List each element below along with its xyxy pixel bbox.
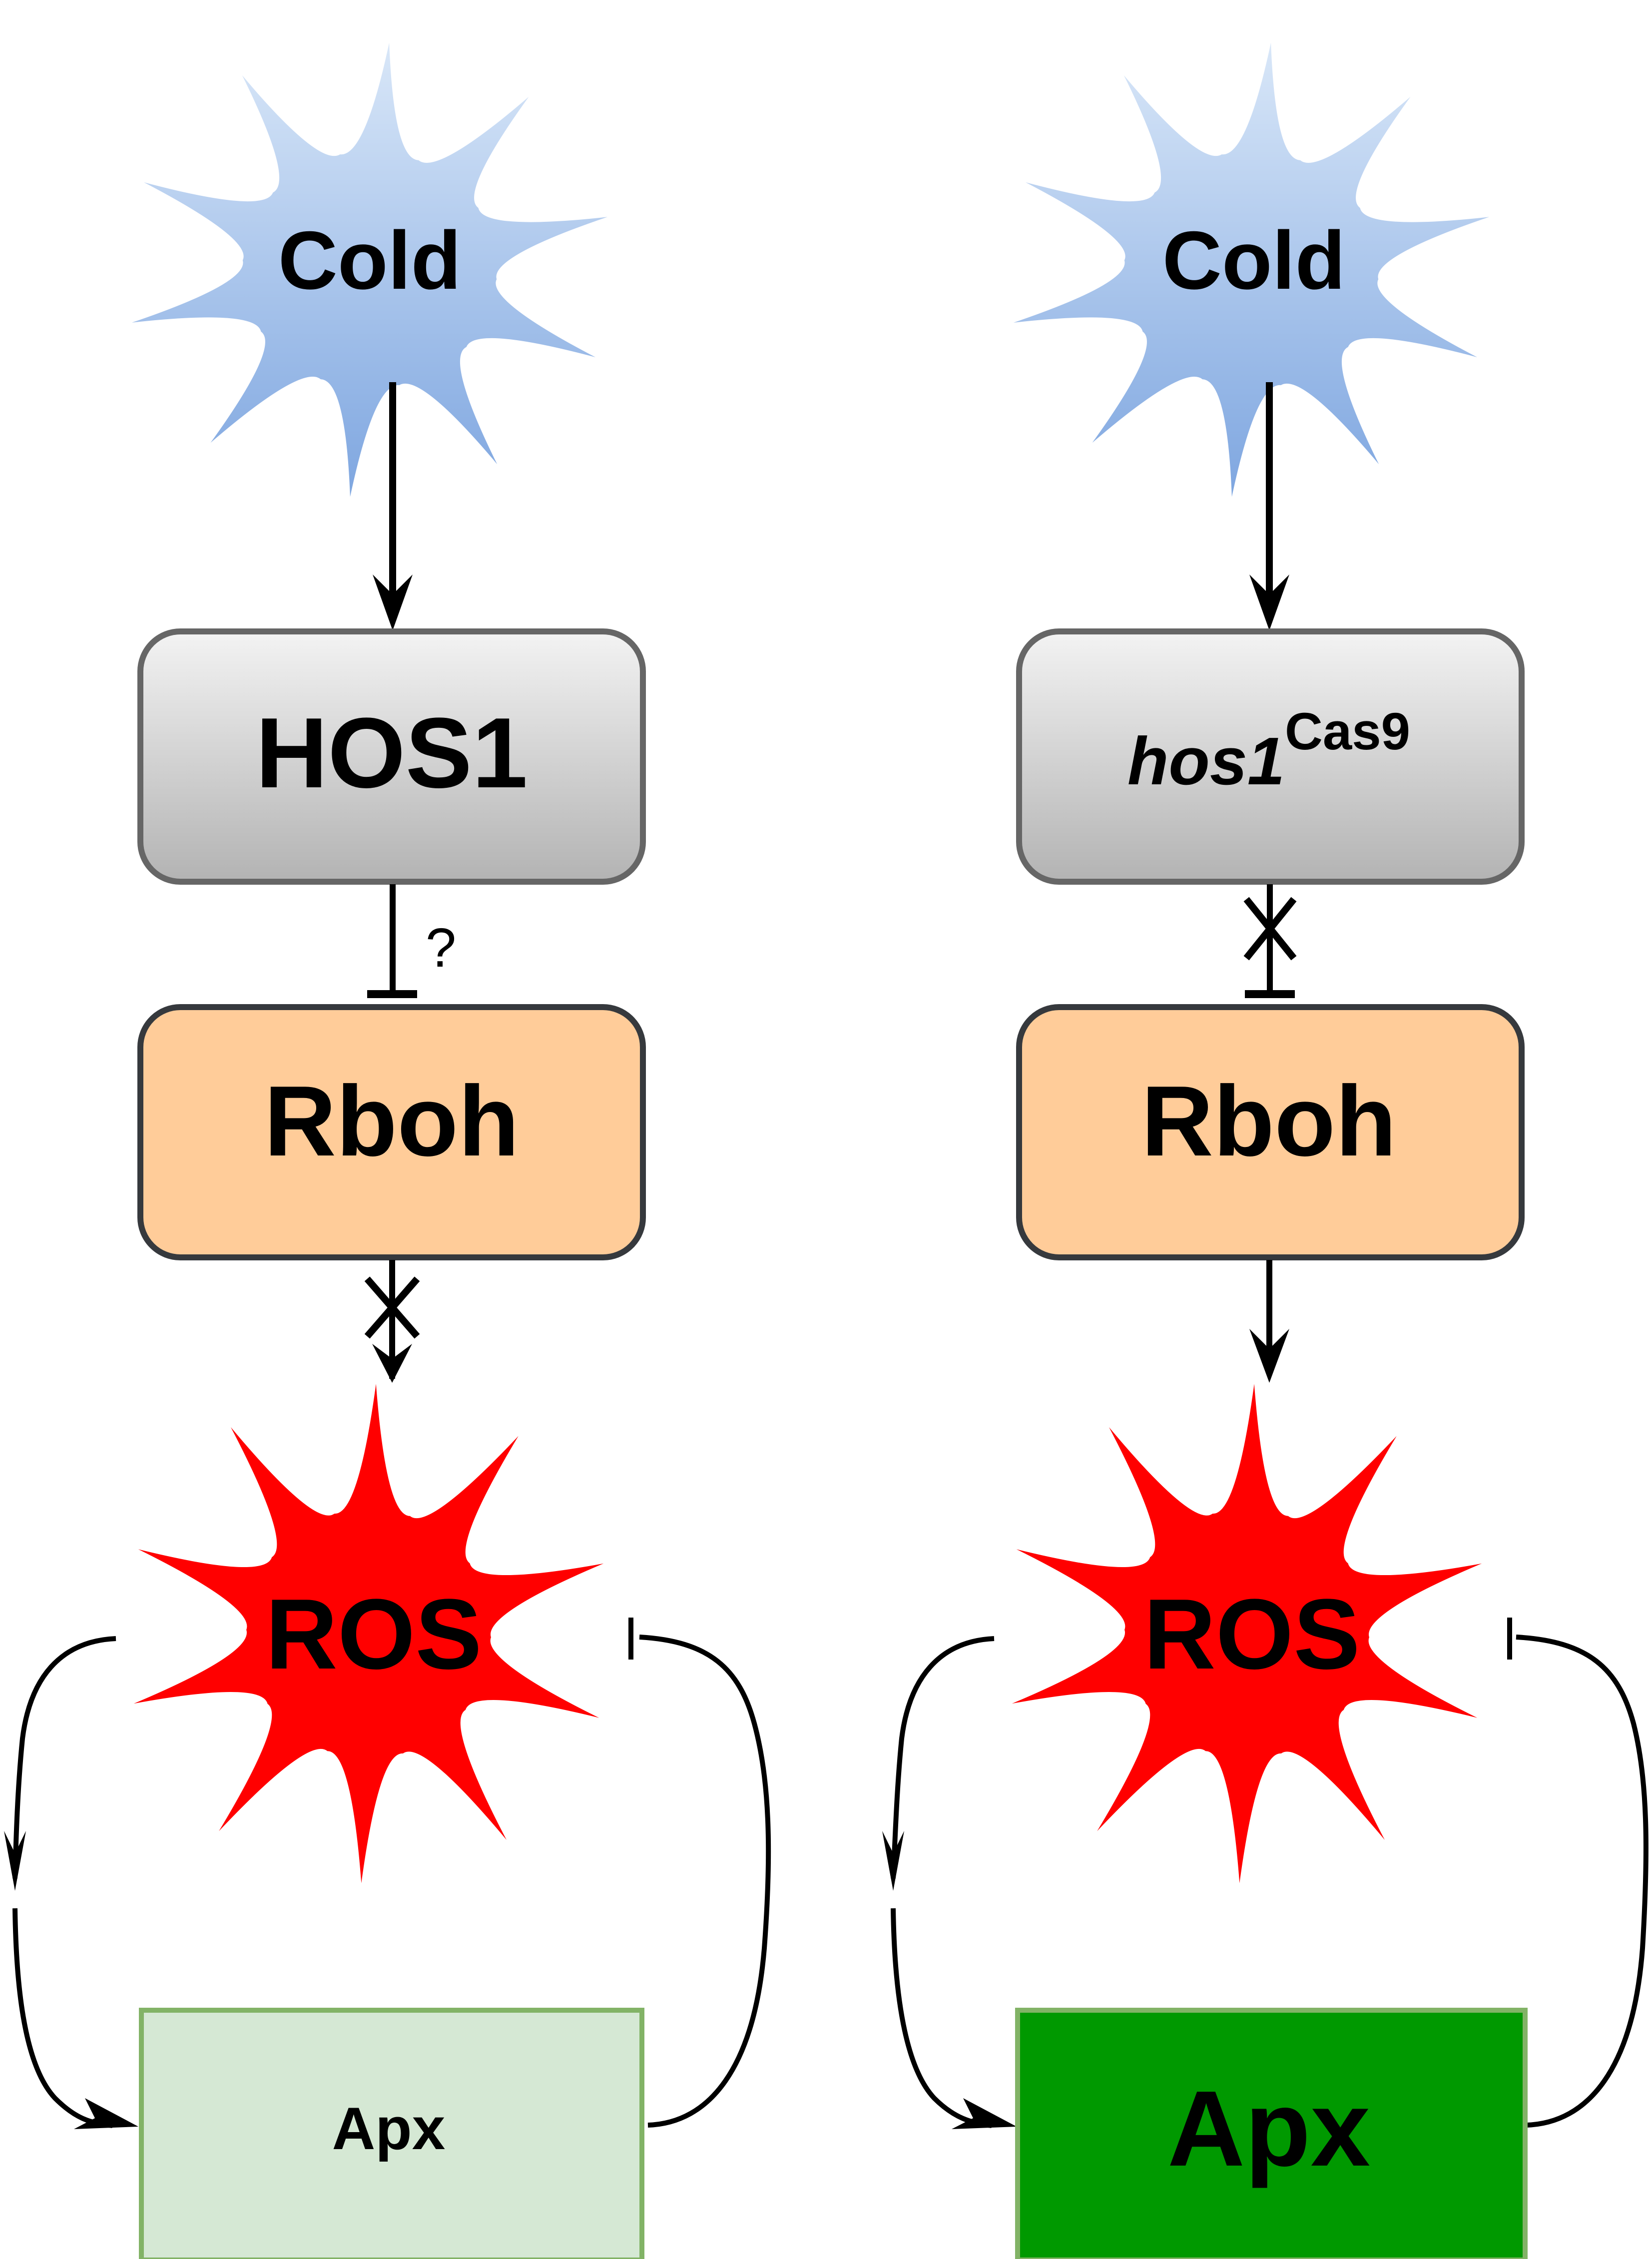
apx-label: Apx [1167,2068,1370,2189]
ros-activates-apx-edge [882,1636,1017,2129]
regulator-gene-name: hos1 [1127,723,1285,799]
ros-node: ROS [1012,1384,1482,1883]
cold-to-regulator-arrow [373,382,413,630]
rboh-box: Rboh [137,1004,646,1260]
regulator-box-hos1: HOS1 [137,628,646,885]
panel-hos1-mutant: Cold hos1Cas9 Rboh ROS [882,42,1649,2259]
panel-wild-type: Cold HOS1 ? Rboh [4,42,771,2259]
regulator-superscript: Cas9 [1285,702,1410,761]
apx-inhibits-ros-edge [1507,1618,1649,2128]
cold-label: Cold [278,214,462,306]
uncertain-annotation: ? [426,917,456,979]
cold-star-shape [1013,42,1490,497]
regulator-label: HOS1 [256,697,528,809]
ros-activates-apx-edge [4,1636,138,2129]
arrowhead-icon [372,1344,412,1383]
apx-box-low: Apx [139,2008,644,2259]
arrowhead-icon [1249,1329,1289,1383]
regulator-inhibits-rboh-blocked-edge [1243,884,1297,998]
ros-node: ROS [133,1384,604,1883]
cold-to-regulator-arrow [1249,382,1289,630]
apx-box-high: Apx [1015,2008,1528,2259]
apx-inhibits-ros-edge [628,1618,771,2128]
cold-label: Cold [1162,214,1346,306]
ros-label: ROS [265,1579,482,1690]
regulator-label: hos1Cas9 [1127,702,1410,799]
cold-stimulus-node: Cold [1013,42,1490,497]
ros-star-shape [133,1384,604,1883]
rboh-to-ros-arrow [1249,1260,1289,1383]
rboh-label: Rboh [1141,1066,1397,1177]
cold-stimulus-node: Cold [131,42,608,497]
rboh-to-ros-blocked-arrow [364,1260,420,1383]
ros-label: ROS [1143,1579,1360,1690]
regulator-inhibits-rboh-edge: ? [367,884,456,998]
cold-star-shape [131,42,608,497]
regulator-box-hos1-cas9: hos1Cas9 [1016,628,1525,885]
rboh-label: Rboh [264,1066,520,1177]
rboh-box: Rboh [1016,1004,1525,1260]
ros-star-shape [1012,1384,1482,1883]
apx-label: Apx [332,2095,446,2162]
